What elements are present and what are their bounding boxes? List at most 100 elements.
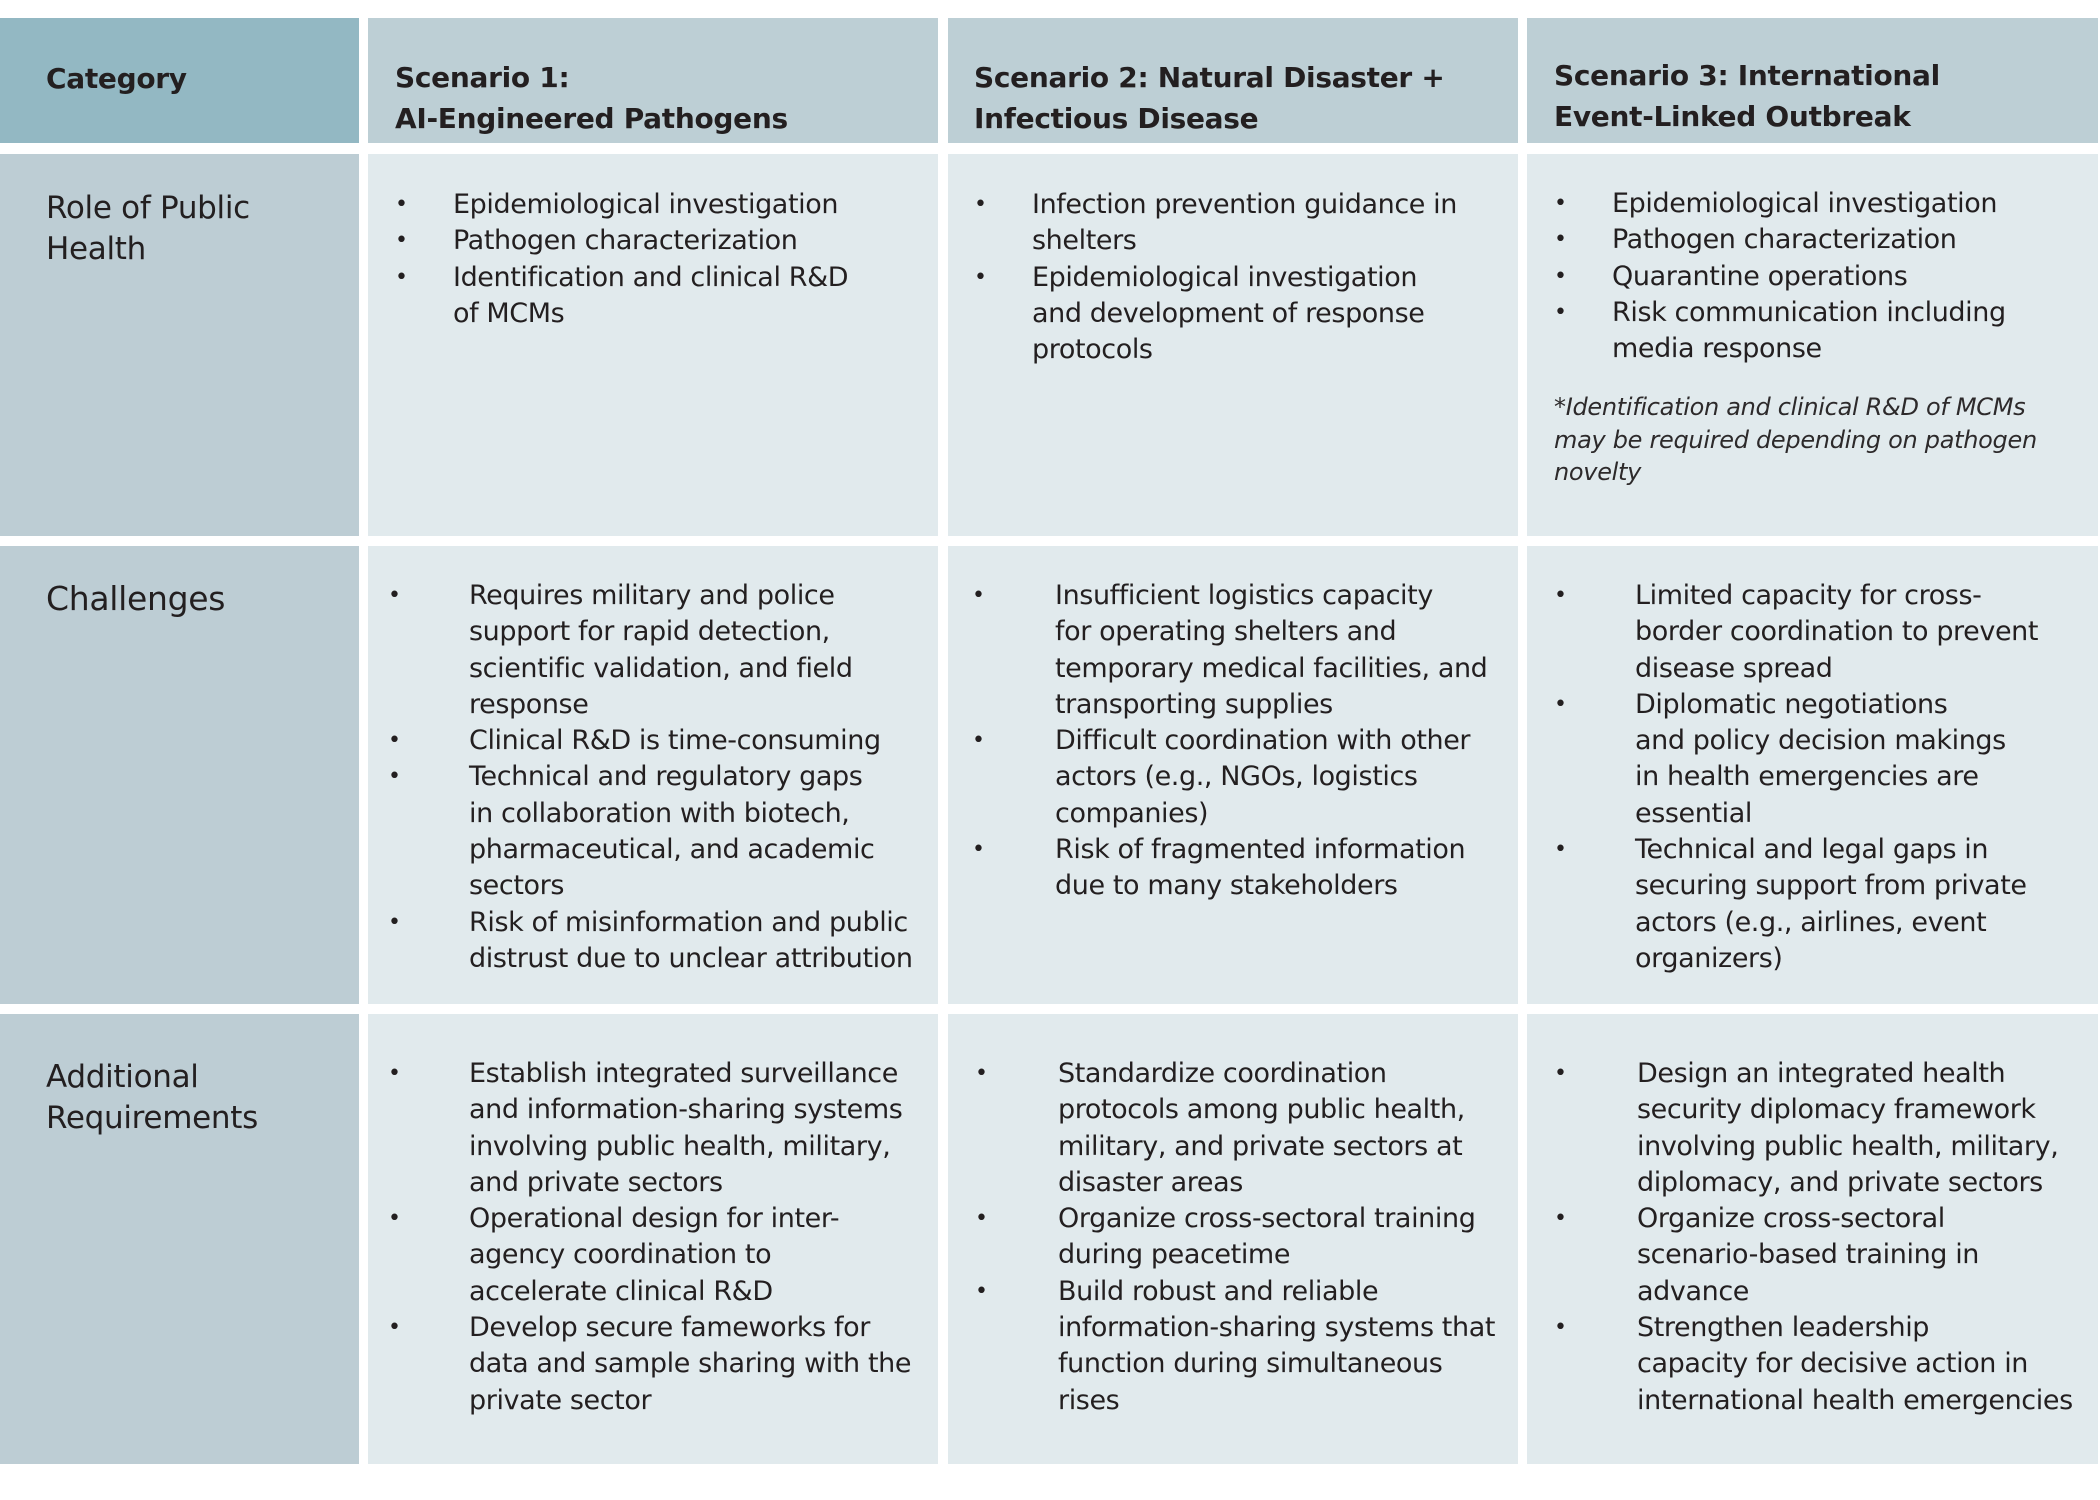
list-item: •Clinical R&D is time-consuming: [388, 723, 928, 759]
list-item-line: disease spread: [1635, 652, 1833, 684]
list-item-line: transporting supplies: [1055, 688, 1333, 720]
header-category-cell: Category: [0, 18, 359, 143]
list-item-line: scientific validation, and field: [469, 652, 853, 684]
list-item-line: companies): [1055, 797, 1209, 829]
cell-challenges-scenario3: • Limited capacity for cross-border coord…: [1527, 546, 2098, 1004]
list-item-line: Technical and legal gaps in: [1635, 834, 1989, 866]
list-item-line: rises: [1058, 1384, 1120, 1416]
bullet-icon: •: [388, 909, 401, 935]
list-item-line: due to many stakeholders: [1055, 870, 1398, 902]
row-label-role-line2: Health: [46, 231, 146, 267]
list-item-line: Insufficient logistics capacity: [1055, 580, 1433, 611]
row-label-requirements-line1: Additional: [46, 1059, 199, 1095]
list-item-line: distrust due to unclear attribution: [469, 942, 913, 974]
list-item-line: function during simultaneous: [1058, 1348, 1443, 1380]
header-scenario1-cell: Scenario 1: AI-Engineered Pathogens: [368, 18, 938, 143]
header-scenario3-line2: Event-Linked Outbreak: [1554, 100, 1911, 133]
list-item-line: involving public health, military,: [1637, 1130, 2059, 1162]
list-item-line: data and sample sharing with the: [469, 1348, 912, 1380]
header-scenario1-line2: AI-Engineered Pathogens: [395, 102, 788, 135]
list-item: •Quarantine operations: [1554, 259, 2084, 295]
row-label-role-cell: Role of Public Health: [0, 154, 359, 536]
bullet-icon: •: [1554, 1315, 1567, 1341]
list-item-line: Design an integrated health: [1637, 1058, 2006, 1089]
footnote-line1: *Identification and clinical R&D of MCMs: [1554, 393, 2026, 421]
bullet-icon: •: [1554, 837, 1567, 863]
bullet-icon: •: [1554, 1061, 1567, 1086]
list-item-line: agency coordination to: [469, 1239, 772, 1271]
header-scenario2-cell: Scenario 2: Natural Disaster + Infectiou…: [948, 18, 1518, 143]
bullet-icon: •: [975, 1061, 988, 1086]
bullet-icon: •: [1554, 263, 1567, 289]
list-item-line: Develop secure fameworks for: [469, 1312, 870, 1344]
list-item-line: advance: [1637, 1275, 1749, 1307]
list-item: • Limited capacity for cross-border coord…: [1554, 578, 2094, 687]
list-item-line: sectors: [469, 870, 564, 902]
bullet-icon: •: [395, 228, 408, 254]
bullet-icon: •: [972, 728, 985, 754]
bullet-list: •Epidemiological investigation • Pathogen …: [395, 187, 925, 332]
list-item-line: information-sharing systems that: [1058, 1312, 1496, 1344]
list-item: •Pathogen characterization: [1554, 222, 2084, 258]
list-item-line: temporary medical facilities, and: [1055, 652, 1488, 684]
footnote-line3: novelty: [1554, 458, 1642, 486]
list-item-line: Establish integrated surveillance: [469, 1058, 898, 1089]
list-item-line: protocols: [1032, 334, 1153, 366]
header-scenario3-label: Scenario 3: International Event-Linked O…: [1554, 55, 1940, 137]
list-item-line: Risk communication including: [1612, 296, 2006, 328]
footnote-mcm: *Identification and clinical R&D of MCMs…: [1554, 391, 2084, 489]
row-label-requirements: Additional Requirements: [46, 1057, 258, 1139]
header-scenario1-label: Scenario 1: AI-Engineered Pathogens: [395, 57, 788, 139]
list-item-line: and development of response: [1032, 297, 1425, 329]
bullet-icon: •: [388, 764, 401, 790]
list-item-line: Technical and regulatory gaps: [469, 761, 863, 793]
bullet-icon: •: [1554, 583, 1567, 608]
list-item-line: Pathogen characterization: [1612, 224, 1957, 256]
list-item-line: accelerate clinical R&D: [469, 1275, 773, 1307]
list-item-line: in health emergencies are: [1635, 761, 1979, 793]
list-item: • Risk of misinformation and public distru…: [388, 905, 928, 978]
list-item: •Epidemiological investigation: [1554, 186, 2084, 222]
list-item-line: Limited capacity for cross-: [1635, 580, 1982, 611]
list-item-line: support for rapid detection,: [469, 616, 830, 648]
header-scenario1-line1: Scenario 1:: [395, 61, 570, 94]
list-item-line: border coordination to prevent: [1635, 616, 2039, 648]
list-item-line: of MCMs: [453, 297, 565, 329]
cell-role-scenario3: •Epidemiological investigation•Pathogen …: [1527, 154, 2098, 536]
list-item-line: Organize cross-sectoral training: [1058, 1203, 1476, 1235]
list-item: •Epidemiological investigation: [395, 187, 925, 223]
footnote-line2: may be required depending on pathogen: [1554, 425, 2037, 454]
list-item-line: organizers): [1635, 942, 1783, 974]
list-item-line: securing support from private: [1635, 870, 2027, 902]
list-item-line: Diplomatic negotiations: [1635, 688, 1948, 720]
bullet-list: • Limited capacity for cross-border coord…: [1554, 578, 2094, 977]
bullet-icon: •: [388, 728, 401, 754]
list-item-line: international health emergencies: [1637, 1384, 2073, 1416]
list-item-line: disaster areas: [1058, 1166, 1243, 1198]
header-category-label: Category: [46, 62, 187, 95]
list-item-line: Risk of misinformation and public: [469, 906, 908, 938]
list-item-line: and information-sharing systems: [469, 1094, 903, 1126]
list-item-line: capacity for decisive action in: [1637, 1348, 2029, 1380]
bullet-icon: •: [972, 837, 985, 863]
list-item-line: Pathogen characterization: [453, 225, 798, 257]
